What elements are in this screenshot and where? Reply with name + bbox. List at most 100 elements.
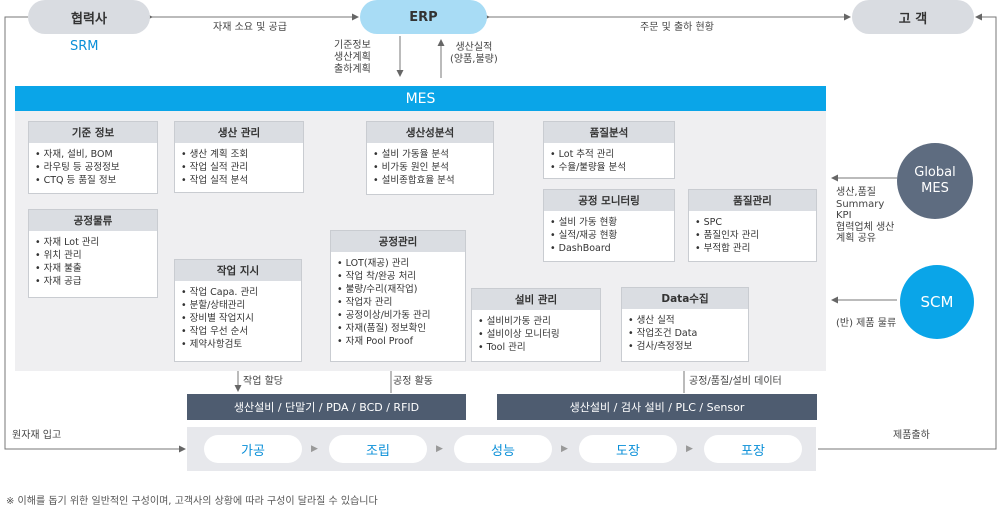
production-mgmt-box: 생산 관리 • 생산 계획 조회 • 작업 실적 관리 • 작업 실적 분석 [174, 121, 304, 193]
list-item: • 자재 Lot 관리 [35, 237, 100, 248]
list-item: • 자재 Pool Proof [337, 336, 414, 347]
list-item: • 작업 실적 관리 [181, 162, 249, 173]
process-mgmt-box: 공정관리 • LOT(재공) 관리 • 작업 착/완공 처리 • 불량/수리(재… [330, 230, 466, 362]
list-item: • 작업 착/완공 처리 [337, 271, 417, 282]
list-item: • Lot 추적 관리 [550, 149, 615, 160]
list-item: • CTQ 등 품질 정보 [35, 175, 117, 186]
global-label-line: Summary [836, 198, 885, 210]
global-label-line: KPI [836, 210, 852, 221]
list-item: • 라우팅 등 공정정보 [35, 162, 120, 173]
box-title: 작업 지시 [175, 260, 301, 281]
global-mes-label: 생산,품질 Summary KPI 협력업체 생산 계획 공유 [836, 187, 894, 245]
list-item: • 작업 실적 분석 [181, 175, 249, 186]
quality-analysis-box: 품질분석 • Lot 추적 관리 • 수율/불량율 분석 [543, 121, 675, 179]
step-painting: 도장 [579, 435, 677, 463]
box-title: Data수집 [622, 288, 748, 309]
list-item: • 수율/불량율 분석 [550, 162, 627, 173]
list-item: • 작업자 관리 [337, 297, 393, 308]
srm-label: SRM [70, 39, 99, 54]
list-item: • 품질인자 관리 [695, 230, 760, 241]
step-arrow-icon: ▶ [561, 444, 568, 454]
global-mes-line: Global [914, 165, 956, 180]
list-item: • 설비 가동율 분석 [373, 149, 449, 160]
erp-down-line: 기준정보 [334, 40, 371, 51]
erp-down-line: 생산계획 [334, 52, 371, 63]
step-arrow-icon: ▶ [311, 444, 318, 454]
box-title: 생산 관리 [175, 122, 303, 143]
list-item: • 분할/상태관리 [181, 300, 246, 311]
list-item: • 생산 계획 조회 [181, 149, 249, 160]
global-mes-node: Global MES [897, 143, 973, 219]
base-info-box: 기준 정보 • 자재, 설비, BOM • 라우팅 등 공정정보 • CTQ 등… [28, 121, 158, 194]
erp-up-line: (양품,불량) [450, 54, 498, 65]
list-item: • 작업조건 Data [628, 328, 698, 339]
erp-customer-label: 주문 및 출하 현황 [640, 22, 714, 33]
list-item: • 자재, 설비, BOM [35, 149, 113, 160]
quality-mgmt-box: 품질관리 • SPC • 품질인자 관리 • 부적합 관리 [688, 189, 817, 262]
process-logistics-box: 공정물류 • 자재 Lot 관리 • 위치 관리 • 자재 불출 • 자재 공급 [28, 209, 158, 298]
process-monitoring-box: 공정 모니터링 • 설비 가동 현황 • 실적/재공 현황 • DashBoar… [543, 189, 675, 262]
process-activity-label: 공정 활동 [393, 376, 433, 387]
customer-node: 고 객 [852, 0, 974, 34]
list-item: • DashBoard [550, 243, 611, 254]
erp-up-line: 생산실적 [455, 42, 493, 53]
partner-erp-label: 자재 소요 및 공급 [213, 22, 287, 33]
equipment-mgmt-box: 설비 관리 • 설비비가동 관리 • 설비이상 모니터링 • Tool 관리 [471, 288, 601, 362]
list-item: • 자재(품질) 정보확인 [337, 323, 426, 334]
list-item: • 검사/측정정보 [628, 341, 693, 352]
mes-title-bar: MES [15, 86, 826, 111]
step-arrow-icon: ▶ [436, 444, 443, 454]
list-item: • 설비이상 모니터링 [478, 329, 560, 340]
step-arrow-icon: ▶ [686, 444, 693, 454]
list-item: • 작업 우선 순서 [181, 326, 249, 337]
list-item: • 자재 공급 [35, 276, 82, 287]
global-label-line: 협력업체 생산 [836, 221, 895, 233]
list-item: • 부적합 관리 [695, 243, 751, 254]
box-title: 품질관리 [689, 190, 816, 211]
box-title: 공정 모니터링 [544, 190, 674, 211]
box-title: 설비 관리 [472, 289, 600, 310]
list-item: • Tool 관리 [478, 342, 526, 353]
product-out-label: 제품출하 [893, 430, 930, 441]
global-label-line: 계획 공유 [836, 233, 876, 244]
erp-up-label: 생산실적 (양품,불량) [450, 42, 498, 66]
global-label-line: 생산,품질 [836, 187, 876, 198]
partner-node: 협력사 [28, 0, 150, 34]
productivity-box: 생산성분석 • 설비 가동율 분석 • 비가동 원인 분석 • 설비종합효율 분… [366, 121, 494, 195]
devices-right-bar: 생산설비 / 검사 설비 / PLC / Sensor [497, 394, 817, 420]
scm-label: (반) 제품 물류 [836, 318, 897, 329]
erp-down-label: 기준정보 생산계획 출하계획 [334, 40, 371, 76]
list-item: • SPC [695, 217, 723, 228]
list-item: • LOT(재공) 관리 [337, 258, 410, 269]
list-item: • 장비별 작업지시 [181, 313, 254, 324]
list-item: • 비가동 원인 분석 [373, 162, 449, 173]
step-performance: 성능 [454, 435, 552, 463]
devices-left-bar: 생산설비 / 단말기 / PDA / BCD / RFID [187, 394, 466, 420]
global-mes-line: MES [921, 181, 949, 196]
box-title: 공정물류 [29, 210, 157, 231]
box-title: 기준 정보 [29, 122, 157, 143]
box-title: 공정관리 [331, 231, 465, 252]
step-packaging: 포장 [704, 435, 802, 463]
footnote: ※ 이해를 돕기 위한 일반적인 구성이며, 고객사의 상황에 따라 구성이 달… [6, 496, 378, 507]
box-title: 생산성분석 [367, 122, 493, 143]
list-item: • 실적/재공 현황 [550, 230, 618, 241]
list-item: • 설비 가동 현황 [550, 217, 618, 228]
step-assembly: 조립 [329, 435, 427, 463]
list-item: • 제약사항검토 [181, 339, 243, 350]
scm-node: SCM [900, 265, 974, 339]
step-machining: 가공 [204, 435, 302, 463]
process-quality-data-label: 공정/품질/설비 데이터 [689, 376, 782, 387]
list-item: • 자재 불출 [35, 263, 82, 274]
erp-node: ERP [360, 0, 487, 34]
list-item: • 공정이상/비가동 관리 [337, 310, 431, 321]
list-item: • 불량/수리(재작업) [337, 284, 418, 295]
list-item: • 설비비가동 관리 [478, 316, 551, 327]
material-in-label: 원자재 입고 [12, 430, 62, 441]
work-alloc-label: 작업 할당 [243, 376, 283, 387]
list-item: • 설비종합효율 분석 [373, 175, 455, 186]
list-item: • 생산 실적 [628, 315, 675, 326]
list-item: • 작업 Capa. 관리 [181, 287, 258, 298]
work-order-box: 작업 지시 • 작업 Capa. 관리 • 분할/상태관리 • 장비별 작업지시… [174, 259, 302, 362]
box-title: 품질분석 [544, 122, 674, 143]
